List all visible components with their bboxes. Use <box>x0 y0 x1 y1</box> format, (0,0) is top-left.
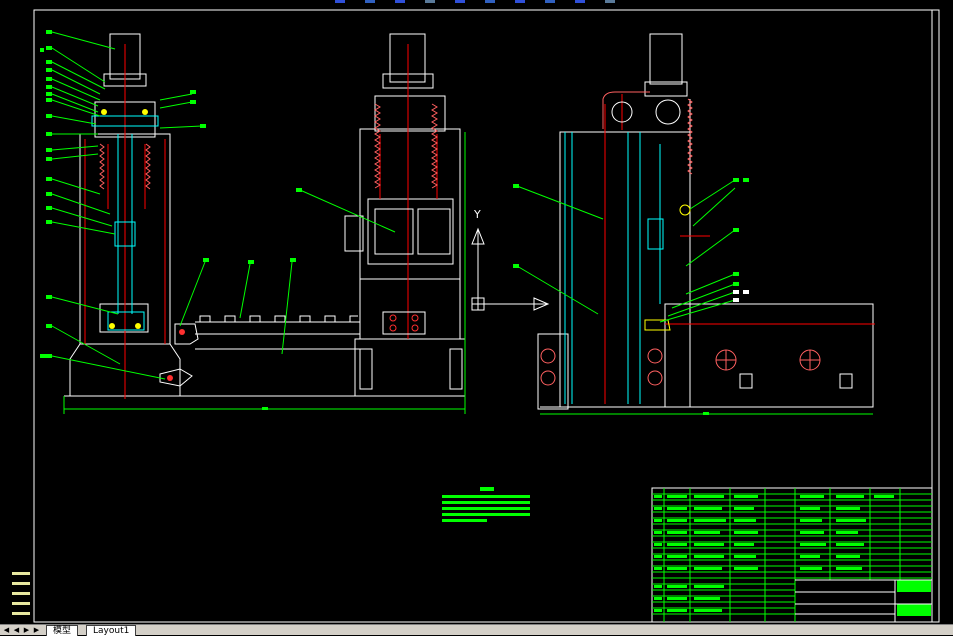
prev-tab-button[interactable]: ◀ <box>13 626 20 634</box>
leader-tags-right <box>513 178 749 302</box>
cad-drawing-canvas[interactable]: Y <box>0 4 953 624</box>
front-view-springs <box>374 103 438 189</box>
technical-notes-block <box>442 487 530 522</box>
section-view-centerlines <box>604 94 875 404</box>
leaders-left <box>51 31 293 380</box>
drawing-border <box>33 9 940 623</box>
tab-model[interactable]: 模型 <box>46 625 79 636</box>
bom-title-block <box>651 487 933 623</box>
side-view-left-hatching <box>91 115 159 331</box>
toolbar-button[interactable] <box>395 0 405 3</box>
toolbar-button[interactable] <box>425 0 435 3</box>
first-tab-button[interactable]: ◀ <box>3 626 10 634</box>
coordinate-axis-icon <box>471 227 550 311</box>
side-view-left-fasteners <box>101 109 185 381</box>
last-tab-button[interactable]: ▶ <box>33 626 40 634</box>
toolbar-button[interactable] <box>455 0 465 3</box>
leaders-front <box>299 189 396 233</box>
section-view <box>537 33 874 410</box>
section-view-tool <box>644 204 691 331</box>
layout-tab-bar: ◀ ◀ ▶ ▶ 模型 Layout1 <box>0 624 953 636</box>
front-view <box>344 33 466 397</box>
toolbar-strip <box>0 0 953 4</box>
front-view-bolts <box>382 311 426 335</box>
leader-tags-left <box>40 30 296 358</box>
toolbar-button[interactable] <box>545 0 555 3</box>
toolbar-button[interactable] <box>515 0 525 3</box>
leaders-right <box>516 179 736 323</box>
tab-layout1[interactable]: Layout1 <box>86 625 137 636</box>
front-view-window <box>374 208 451 255</box>
axis-label-y: Y <box>473 208 481 221</box>
next-tab-button[interactable]: ▶ <box>23 626 30 634</box>
toolbar-button[interactable] <box>485 0 495 3</box>
toolbar-button[interactable] <box>365 0 375 3</box>
ucs-icon <box>12 572 30 620</box>
section-view-chain <box>540 91 821 386</box>
section-view-hatch <box>564 132 664 404</box>
toolbar-button[interactable] <box>605 0 615 3</box>
side-view-left-springs <box>99 143 151 190</box>
toolbar-button[interactable] <box>335 0 345 3</box>
toolbar-button[interactable] <box>575 0 585 3</box>
